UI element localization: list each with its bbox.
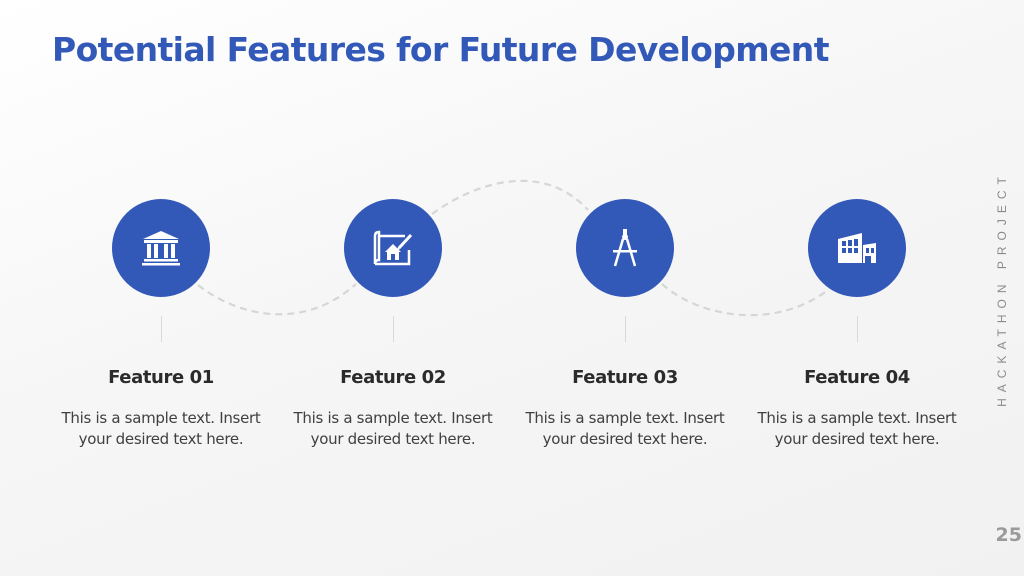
feature-04-icon-circle xyxy=(808,199,906,297)
feature-03-icon-circle xyxy=(576,199,674,297)
feature-03-divider xyxy=(625,316,626,342)
bank-icon xyxy=(142,231,180,266)
feature-02-title: Feature 02 xyxy=(340,367,446,388)
feature-03-text: This is a sample text. Insert your desir… xyxy=(525,409,725,448)
page-number: 25 xyxy=(995,524,1022,546)
feature-01-icon-circle xyxy=(112,199,210,297)
side-label: HACKATHON PROJECT xyxy=(995,171,1009,407)
factory-building-icon xyxy=(838,233,876,263)
feature-02-icon-circle xyxy=(344,199,442,297)
feature-01-text: This is a sample text. Insert your desir… xyxy=(61,409,261,448)
blueprint-house-icon xyxy=(373,230,413,266)
feature-03-title: Feature 03 xyxy=(572,367,678,388)
compass-drafting-icon xyxy=(613,229,637,267)
feature-01-title: Feature 01 xyxy=(108,367,214,388)
feature-02-divider xyxy=(393,316,394,342)
feature-04-title: Feature 04 xyxy=(804,367,910,388)
feature-04-divider xyxy=(857,316,858,342)
feature-01-divider xyxy=(161,316,162,342)
feature-04-text: This is a sample text. Insert your desir… xyxy=(757,409,957,448)
feature-02-text: This is a sample text. Insert your desir… xyxy=(293,409,493,448)
slide-title: Potential Features for Future Developmen… xyxy=(52,30,829,69)
